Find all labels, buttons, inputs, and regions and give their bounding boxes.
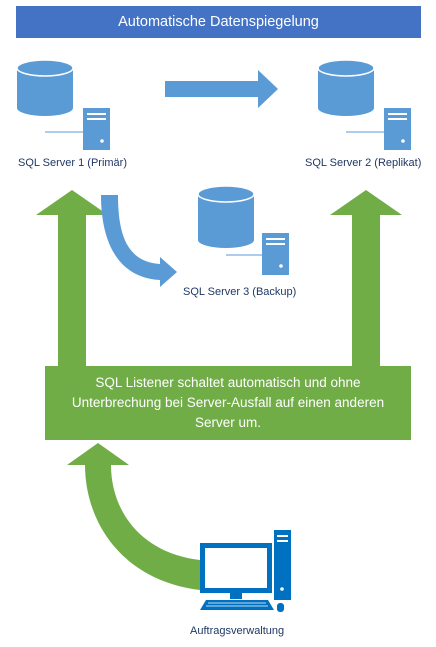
server-tower-icon <box>262 233 289 275</box>
server-3-label: SQL Server 3 (Backup) <box>183 286 297 298</box>
listener-box: SQL Listener schaltet automatisch und oh… <box>45 366 411 440</box>
database-icon <box>197 185 255 248</box>
backup-arrow <box>101 195 177 287</box>
diagram-title: Automatische Datenspiegelung <box>118 14 319 30</box>
server-3-group <box>197 185 289 275</box>
server-1-group <box>16 59 110 150</box>
listener-text: SQL Listener schaltet automatisch und oh… <box>71 375 385 430</box>
green-arrow-to-server2 <box>330 190 402 366</box>
server-1-label: SQL Server 1 (Primär) <box>18 157 128 169</box>
computer-icon <box>200 530 291 612</box>
replication-arrow <box>165 70 278 108</box>
client-label: Auftragsverwaltung <box>190 625 285 637</box>
server-tower-icon <box>83 108 110 150</box>
title-bar: Automatische Datenspiegelung <box>16 6 421 38</box>
server-tower-icon <box>384 108 411 150</box>
database-icon <box>16 59 74 116</box>
database-icon <box>317 59 375 116</box>
green-arrow-to-server1 <box>36 190 108 366</box>
server-2-label: SQL Server 2 (Replikat) <box>305 157 422 169</box>
green-arrow-client-to-listener <box>67 443 200 590</box>
server-2-group <box>317 59 411 150</box>
